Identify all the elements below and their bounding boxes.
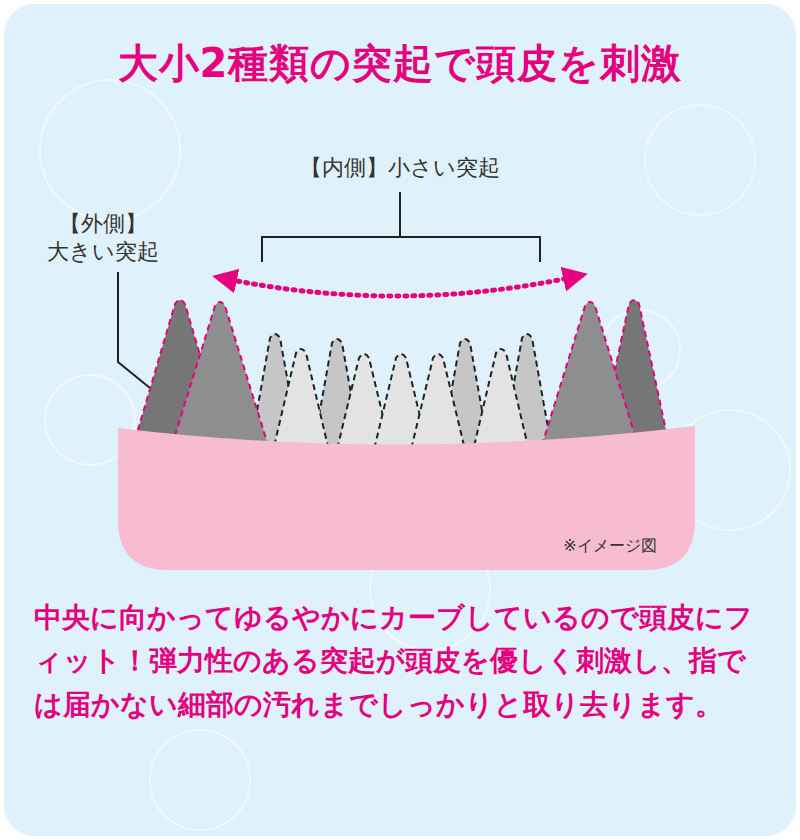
brush-base [118, 426, 695, 570]
image-note: ※イメージ図 [540, 536, 680, 557]
spike [472, 349, 530, 455]
spike [272, 349, 330, 455]
outer-label: 【外側】 大きい突起 [28, 210, 178, 265]
bracket [262, 192, 540, 262]
spike [172, 302, 268, 445]
spike [542, 302, 638, 445]
title: 大小2種類の突起で頭皮を刺激 [0, 36, 800, 91]
caption: 中央に向かってゆるやかにカーブしているので頭皮にフィット！弾力性のある突起が頭皮… [34, 596, 770, 726]
spikes [135, 300, 668, 458]
leader-line [118, 272, 150, 388]
spike [409, 354, 467, 458]
inner-label: 【内側】小さい突起 [250, 153, 550, 183]
panel [4, 4, 796, 836]
curve-arrow [222, 276, 578, 296]
